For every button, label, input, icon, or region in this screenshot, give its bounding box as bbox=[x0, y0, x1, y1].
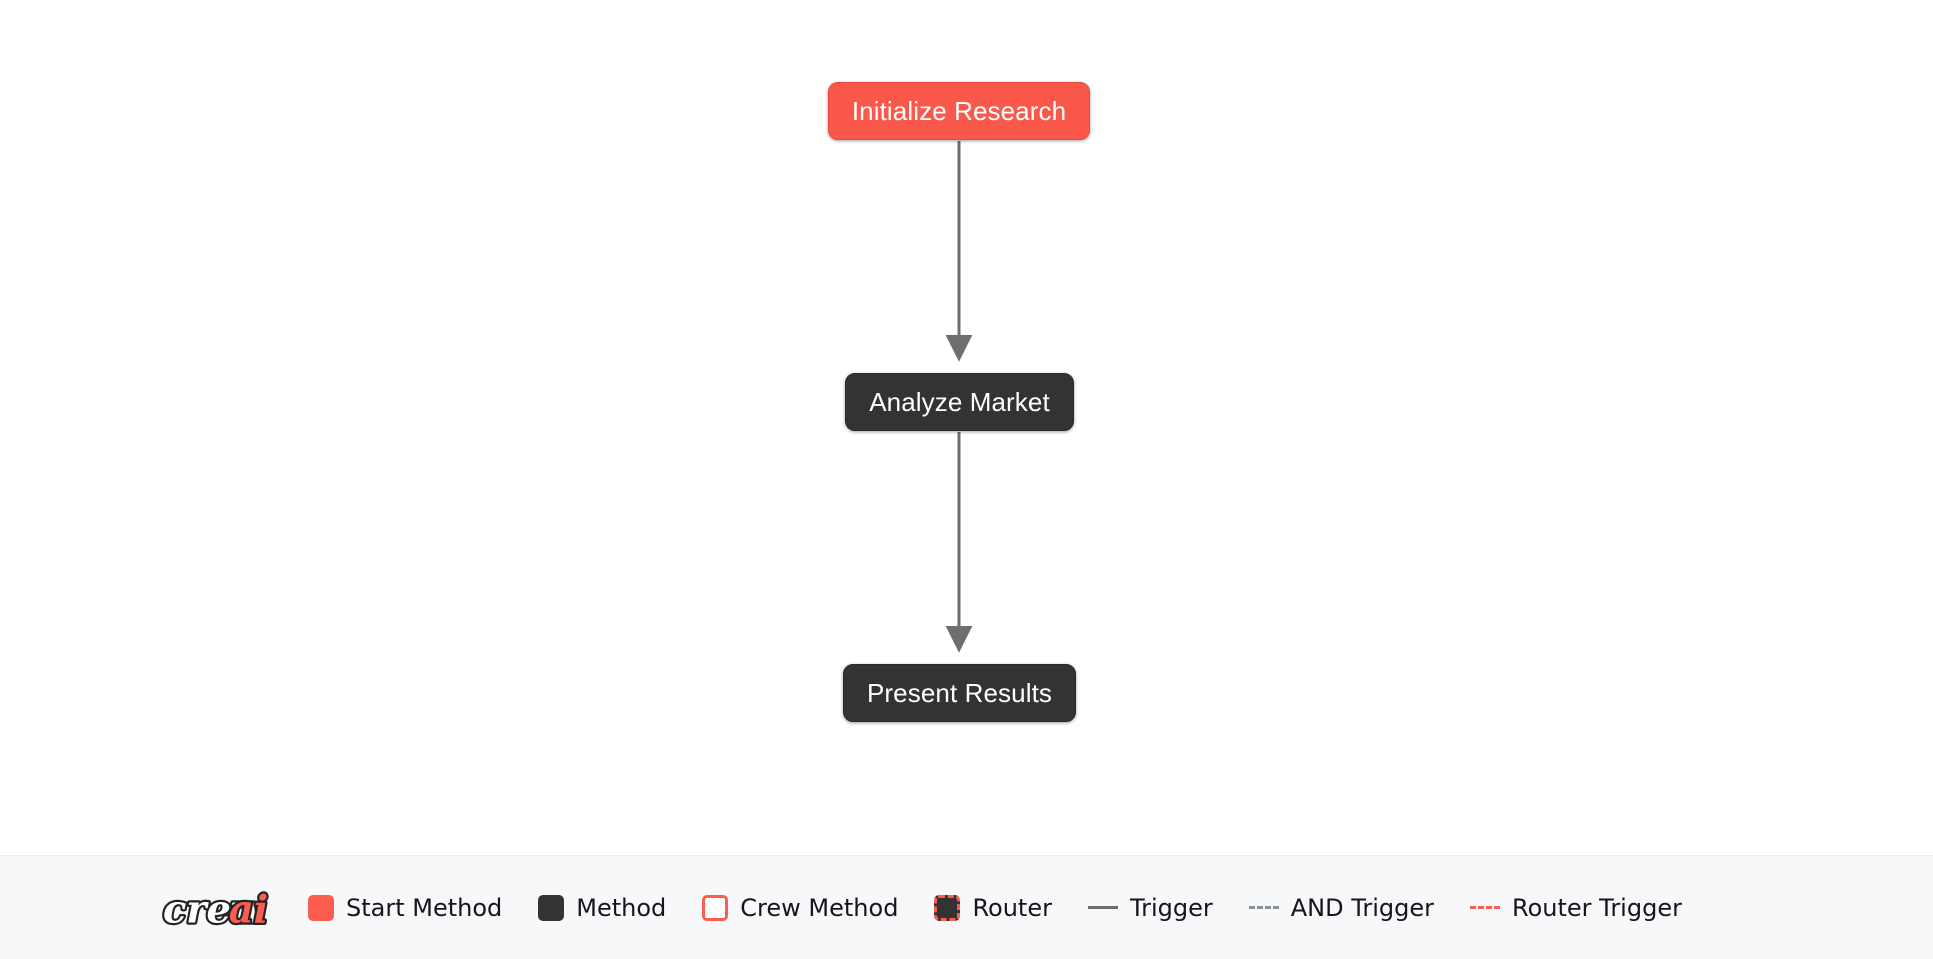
flow-canvas[interactable]: Initialize Research Analyze Market Prese… bbox=[0, 0, 1933, 855]
legend-item-router: Router bbox=[934, 893, 1052, 922]
crewai-logo-text-primary: crew bbox=[163, 887, 266, 932]
method-swatch-icon bbox=[538, 894, 565, 921]
legend-bar: crew ai Start Method Method Crew Method … bbox=[0, 855, 1933, 959]
legend-item-label: Router bbox=[972, 893, 1052, 922]
legend-item-router-trigger: Router Trigger bbox=[1470, 896, 1682, 920]
legend-item-method: Method bbox=[538, 893, 667, 922]
legend-item-and-trigger: AND Trigger bbox=[1248, 893, 1435, 922]
legend-item-label: Crew Method bbox=[740, 893, 899, 922]
legend-item-label: Trigger bbox=[1129, 893, 1213, 922]
flow-node-label: Initialize Research bbox=[851, 96, 1067, 126]
legend-item-crew-method: Crew Method bbox=[702, 893, 899, 922]
flow-node-label: Present Results bbox=[866, 678, 1053, 708]
legend-item-start-method: Start Method bbox=[308, 893, 503, 922]
start-method-swatch-icon bbox=[308, 894, 334, 921]
trigger-line-icon bbox=[1087, 906, 1118, 909]
flow-node-present-results[interactable]: Present Results bbox=[843, 664, 1076, 722]
router-trigger-line-icon bbox=[1470, 906, 1501, 909]
router-swatch-icon bbox=[934, 894, 961, 921]
crewai-logo-text-accent: ai bbox=[229, 887, 268, 932]
crewai-logo: crew ai bbox=[161, 885, 271, 934]
flow-node-analyze-market[interactable]: Analyze Market bbox=[845, 373, 1074, 431]
legend-item-trigger: Trigger bbox=[1087, 893, 1213, 922]
legend-items: Start Method Method Crew Method Router T… bbox=[308, 893, 1682, 922]
flow-node-label: Analyze Market bbox=[869, 387, 1050, 417]
legend-item-label: AND Trigger bbox=[1290, 893, 1435, 922]
crew-method-swatch-icon bbox=[702, 894, 729, 921]
and-trigger-line-icon bbox=[1248, 906, 1279, 909]
legend-item-label: Start Method bbox=[346, 893, 503, 922]
legend-item-label: Router Trigger bbox=[1512, 893, 1682, 922]
flow-node-initialize-research[interactable]: Initialize Research bbox=[828, 82, 1090, 140]
legend-item-label: Method bbox=[576, 893, 667, 922]
